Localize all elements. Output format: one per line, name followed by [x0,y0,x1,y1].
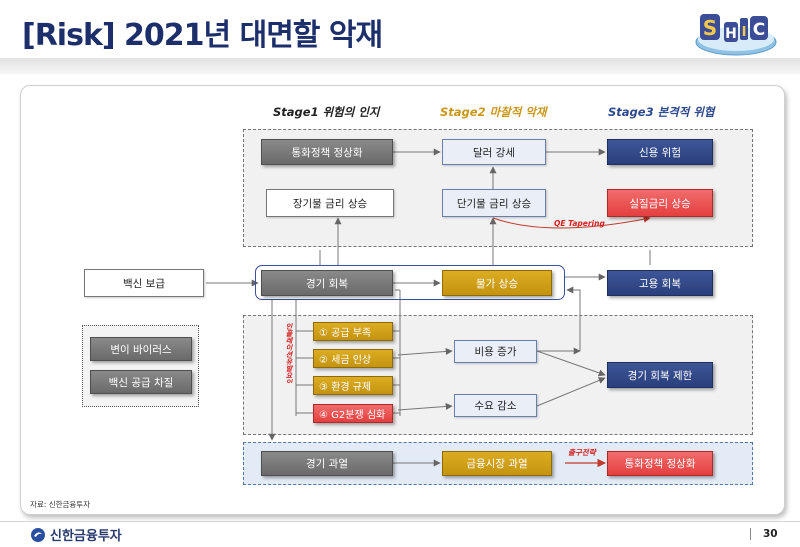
node-cost-increase: 비용 증가 [454,340,537,363]
svg-text:I: I [742,25,747,40]
node-long-rate-rise: 장기물 금리 상승 [266,189,394,217]
qe-tapering-label: QE Tapering [554,219,605,228]
header-band [0,58,800,74]
node-recovery-limit: 경기 회복 제한 [607,362,713,388]
exit-strategy-label: 출구전략 [568,448,596,457]
node-variant-virus: 변이 바이러스 [90,337,192,361]
node-currency-normalization-top: 통화정책 정상화 [261,139,393,165]
node-factor-g2-conflict: ④ G2분쟁 심화 [313,404,393,423]
node-economic-overheating: 경기 과열 [261,451,393,476]
node-vaccine-rollout: 백신 보급 [84,269,204,297]
stage3-header: Stage3 본격적 위협 [608,105,715,119]
node-short-rate-rise: 단기물 금리 상승 [442,189,546,217]
node-economic-recovery: 경기 회복 [261,270,393,296]
stage1-header: Stage1 위험의 인지 [273,105,380,119]
node-dollar-strength: 달러 강세 [442,139,546,165]
node-demand-decrease: 수요 감소 [454,394,537,417]
node-employment-recovery: 고용 회복 [607,270,713,296]
shic-logo: S H I C [690,8,778,60]
page-number-divider [750,528,751,540]
recovery-price-highlight [255,265,565,300]
node-real-rate-rise: 실질금리 상승 [607,189,713,217]
footer-divider [0,521,800,522]
inflation-factors-vertical-label: 인플레이션유발요인 [285,323,293,383]
svg-text:H: H [725,26,737,42]
node-price-rise: 물가 상승 [442,270,552,296]
brand-footer: 신한금융투자 [30,525,122,544]
node-currency-normalization-bottom: 통화정책 정상화 [607,451,713,476]
node-factor-environmental-regulation: ③ 환경 규제 [313,376,393,395]
source-note: 자료: 신한금융투자 [30,500,91,509]
stage2-header: Stage2 마찰적 악재 [440,105,547,119]
page-number: 30 [763,528,778,540]
node-factor-supply-shortage: ① 공급 부족 [313,322,393,341]
brand-name: 신한금융투자 [50,529,122,544]
svg-text:C: C [753,20,765,40]
page-title: [Risk] 2021년 대면할 악재 [22,18,383,53]
node-credit-risk: 신용 위험 [607,139,713,165]
node-vaccine-supply-disruption: 백신 공급 차질 [90,370,192,394]
node-factor-tax-increase: ② 세금 인상 [313,349,393,368]
node-financial-market-overheating: 금융시장 과열 [442,451,552,476]
shinhan-logo-icon [31,527,45,542]
svg-text:S: S [703,16,717,40]
